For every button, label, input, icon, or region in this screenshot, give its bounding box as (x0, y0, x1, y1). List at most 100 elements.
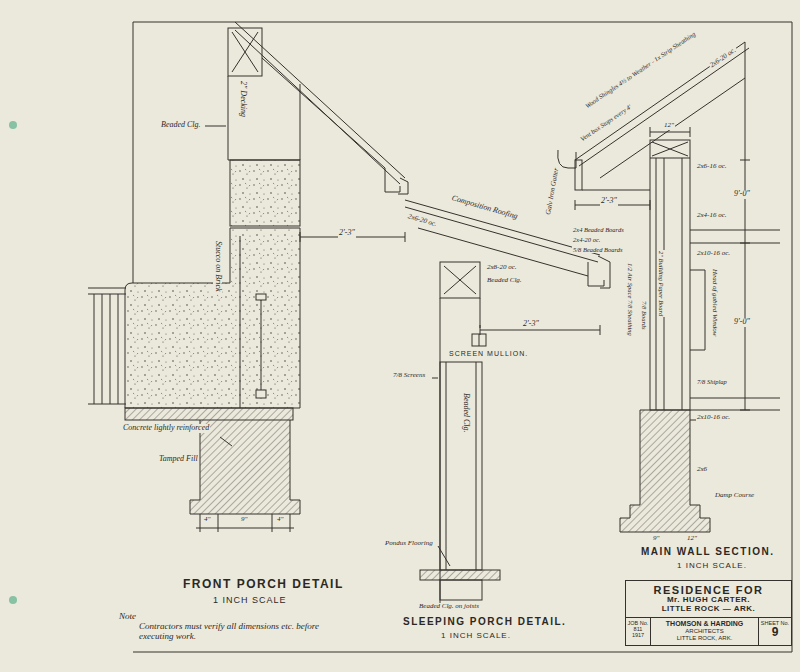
dimension-label: 2'-3" (338, 229, 356, 238)
note-label: Head of gabled Window (710, 268, 718, 337)
job-number-cell: JOB No. 8111917 (626, 617, 650, 645)
main-wall-section-part (740, 42, 750, 410)
dimension-label: 9" (240, 516, 248, 524)
dimension-label: 2'-3" (522, 320, 540, 329)
note-label: Note (118, 612, 137, 622)
front-porch-detail-part (88, 288, 126, 404)
title-text: Mr. HUGH CARTER. (628, 596, 789, 605)
dimension-label: 9'-0" (733, 190, 751, 199)
note-label: 7/8 Boards (641, 300, 648, 330)
sleeping-porch-detail-part (418, 228, 588, 276)
front-porch-detail-part (256, 390, 266, 398)
main-wall-section-part (558, 150, 576, 168)
note-label: 2" Building Paper Board (658, 250, 665, 317)
sleeping-porch-detail-part (440, 362, 482, 570)
sleeping-porch-detail-part (432, 378, 438, 379)
sleeping-porch-detail-part (440, 298, 480, 610)
front-porch-detail-part (232, 32, 258, 72)
note-label: 7/8 Shiplap (696, 378, 728, 385)
sheet-number-cell: SHEET No.9 (758, 617, 791, 645)
note-label: 2x8-20 oc. (486, 264, 518, 272)
front-porch-detail-part (256, 294, 266, 300)
main-wall-section-part (656, 158, 682, 410)
note-label: 2x4-20 oc. (572, 236, 601, 243)
front-porch-detail-part (235, 22, 405, 178)
main-wall-section-part (579, 48, 749, 166)
scale-note: SCREEN MULLION. (448, 350, 529, 358)
dimension-label: 9'-0" (733, 318, 751, 327)
main-wall-section-part (582, 190, 650, 191)
sleeping-porch-detail-part (420, 570, 500, 580)
front-porch-detail-part (220, 437, 232, 446)
front-porch-detail-part (240, 236, 241, 408)
title-text: ARCHITECTS (652, 628, 757, 635)
note-label: Concrete lightly reinforced (122, 424, 210, 433)
front-porch-detail-part (385, 168, 400, 192)
detail-title: MAIN WALL SECTION. (640, 546, 775, 557)
sleeping-porch-detail-part (598, 256, 610, 288)
note-label: 2x6-16 oc. (696, 163, 728, 171)
note-label: Stucco on Brick (213, 240, 222, 293)
detail-title: SLEEPING PORCH DETAIL. (402, 616, 567, 627)
dimension-label: 4" (276, 516, 284, 524)
sleeping-porch-detail-part (588, 262, 604, 286)
scale-note: 1 INCH SCALE. (440, 632, 512, 641)
detail-title: FRONT PORCH DETAIL (182, 578, 345, 591)
dimension-label: 9" (652, 535, 660, 543)
architect-cell: THOMSON & HARDINGARCHITECTSLITTLE ROCK, … (650, 617, 758, 645)
front-porch-detail-part (398, 178, 408, 194)
main-wall-section-part (650, 140, 690, 410)
front-porch-detail-part (262, 58, 385, 168)
note-label: 7/8 Screens (392, 372, 426, 380)
title-text: LITTLE ROCK — ARK. (628, 605, 789, 614)
note-label: 2x4 Beaded Boards (572, 226, 625, 233)
main-wall-section-part (690, 230, 780, 410)
title-heading: RESIDENCE FOR (628, 584, 789, 596)
scale-note: 1 INCH SCALE. (676, 562, 748, 571)
front-porch-detail-part (125, 408, 293, 420)
note-label: Tamped Fill (158, 455, 199, 464)
front-porch-detail-part (230, 160, 300, 226)
note-label: Beaded Clg. (461, 392, 470, 434)
front-porch-detail-part (196, 514, 294, 532)
main-wall-section (558, 42, 780, 532)
main-wall-section-part (690, 270, 705, 350)
note-label: 2" Decking (238, 80, 247, 118)
front-porch-detail-part (228, 76, 300, 160)
front-porch-detail (88, 22, 408, 532)
sleeping-porch-detail-part (446, 362, 476, 570)
front-porch-detail-part (205, 126, 226, 127)
pin-mark (9, 596, 17, 604)
note-label: Beaded Clg. on joists (418, 603, 480, 611)
sleeping-porch-detail-part (479, 334, 480, 346)
scale-note: 1 INCH SCALE (212, 596, 288, 606)
sleeping-porch-detail-part (440, 262, 480, 298)
note-label: 2x10-16 oc. (696, 250, 731, 258)
dimension-label: 12" (686, 535, 698, 543)
sleeping-porch-detail-part (472, 334, 486, 346)
note-label: 5/8 Beaded Boards (572, 246, 624, 253)
front-porch-detail-part (94, 294, 118, 404)
note-label: Pondus Flooring (384, 540, 434, 548)
note-label: 2x4-16 oc. (696, 212, 728, 220)
note-label: 2x6 (696, 466, 708, 474)
sleeping-porch-detail-part (444, 266, 476, 294)
dimension-label: 12" (663, 122, 675, 130)
sleeping-porch-detail-part (438, 546, 450, 566)
title-text: 1917 (627, 632, 649, 638)
title-heading: THOMSON & HARDING (652, 620, 757, 628)
dimension-label: 4" (203, 516, 211, 524)
front-porch-detail-part (125, 228, 300, 408)
main-wall-section-part (620, 410, 710, 532)
dimension-label: 2'-3" (600, 197, 618, 206)
note-label: Damp Course (714, 492, 755, 500)
sleeping-porch-detail-part (480, 325, 600, 335)
note-label: Beaded Clg. (160, 121, 202, 130)
front-porch-detail-part (228, 28, 262, 76)
main-wall-section-part (600, 78, 745, 178)
main-wall-section-part (650, 142, 690, 158)
front-porch-detail-part (190, 420, 300, 514)
